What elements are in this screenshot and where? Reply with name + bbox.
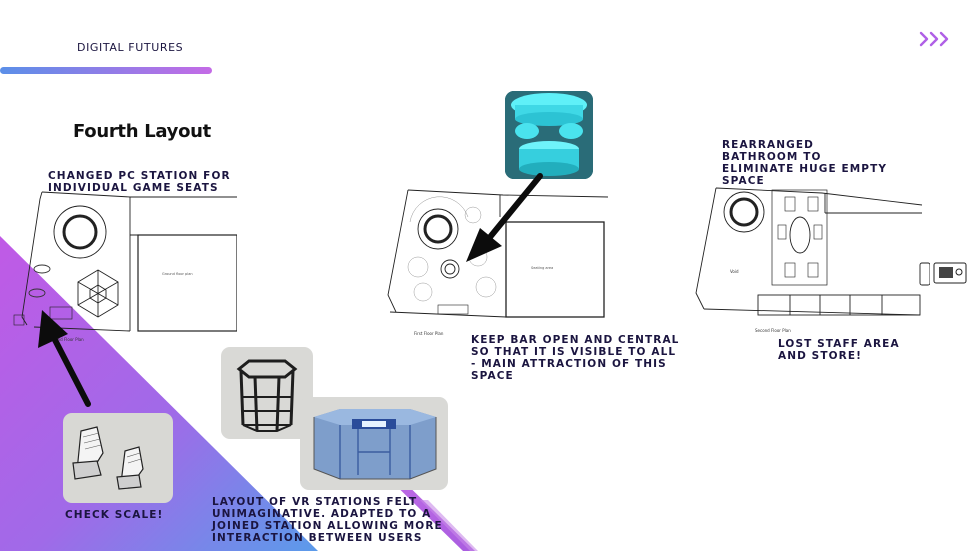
second-floor-plan-label: Second Floor Plan [755, 328, 791, 333]
staff-area-annotation: LOST STAFF AREA AND STORE! [778, 338, 900, 362]
pc-station-annotation: CHANGED PC STATION FOR INDIVIDUAL GAME S… [48, 170, 231, 194]
arrow-to-bar [466, 173, 543, 262]
first-floor-plan-label: First Floor Plan [414, 331, 444, 336]
svg-text:Ground floor plan: Ground floor plan [162, 272, 193, 276]
vending-unit-icon [933, 262, 967, 284]
header-accent-bar [0, 67, 212, 74]
bathroom-annotation: REARRANGED BATHROOM TO ELIMINATE HUGE EM… [722, 139, 888, 187]
vr-station-thumbnail [300, 397, 448, 490]
second-floor-plan [695, 187, 930, 316]
svg-text:Seating area: Seating area [531, 266, 553, 270]
check-scale-annotation: CHECK SCALE! [65, 509, 164, 521]
game-seats-thumbnail [63, 413, 173, 503]
first-floor-plan: Seating area [387, 189, 608, 318]
brand-label: DIGITAL FUTURES [77, 41, 184, 54]
triple-chevron-right-icon [919, 31, 949, 47]
vr-stations-annotation: LAYOUT OF VR STATIONS FELT UNIMAGINATIVE… [212, 496, 443, 544]
bar-render-thumbnail [505, 91, 593, 179]
vr-frame-thumbnail [221, 347, 313, 439]
slide-title: Fourth Layout [73, 121, 211, 142]
arrow-to-seats [38, 310, 91, 407]
void-label: Void [730, 269, 739, 274]
ground-floor-plan-label: Ground Floor Plan [48, 337, 84, 342]
ground-floor-plan-left: Ground floor plan [13, 191, 237, 332]
bar-annotation: KEEP BAR OPEN AND CENTRAL SO THAT IT IS … [471, 334, 680, 382]
